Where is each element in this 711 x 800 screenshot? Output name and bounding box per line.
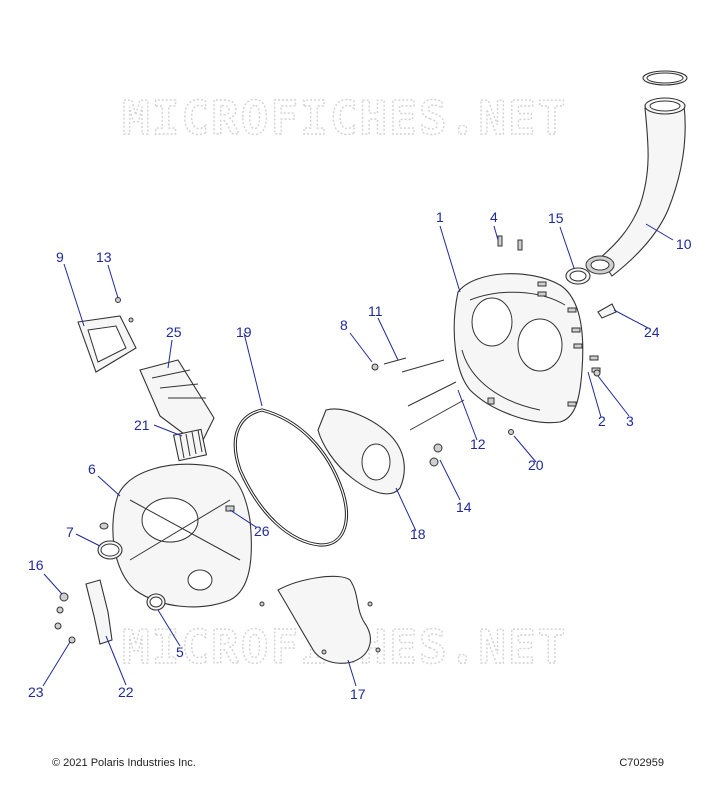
callout-4: 4 (490, 209, 498, 225)
callout-15: 15 (548, 210, 564, 226)
callout-12: 12 (470, 436, 486, 452)
small-tab (225, 505, 235, 512)
clamp-ring (565, 267, 591, 285)
callout-20: 20 (528, 457, 544, 473)
vent-frame (77, 297, 137, 373)
callout-2: 2 (598, 413, 606, 429)
clip (597, 303, 617, 319)
callout-18: 18 (410, 526, 426, 542)
drive-belt (233, 408, 348, 547)
callout-19: 19 (236, 324, 252, 340)
callout-5: 5 (176, 644, 184, 660)
callout-1: 1 (436, 209, 444, 225)
drawing-number: C702959 (619, 757, 664, 769)
screen (172, 428, 208, 462)
watermark-top: MICROFICHES.NET (122, 91, 567, 145)
inner-clutch-cover (99, 463, 252, 608)
callout-26: 26 (254, 523, 270, 539)
callout-labels: 1 2 3 4 5 6 7 8 9 10 11 12 13 14 15 16 1… (28, 209, 692, 702)
callout-13: 13 (96, 249, 112, 265)
callout-24: 24 (644, 324, 660, 340)
callout-17: 17 (350, 686, 366, 702)
callout-6: 6 (88, 461, 96, 477)
callout-9: 9 (56, 249, 64, 265)
leader-lines (42, 223, 674, 687)
intake-box (139, 359, 215, 447)
callout-8: 8 (340, 317, 348, 333)
callout-7: 7 (66, 524, 74, 540)
callout-21: 21 (134, 417, 150, 433)
outer-clutch-cover (453, 273, 584, 424)
shield-plate (317, 408, 405, 495)
callout-25: 25 (166, 324, 182, 340)
copyright-notice: © 2021 Polaris Industries Inc. (52, 757, 196, 769)
intake-duct (585, 70, 688, 277)
callout-3: 3 (626, 413, 634, 429)
callout-16: 16 (28, 557, 44, 573)
cover-bolts (487, 235, 601, 407)
callout-22: 22 (118, 684, 134, 700)
bracket (54, 579, 113, 645)
callout-10: 10 (676, 236, 692, 252)
long-bolts (371, 357, 514, 467)
callout-23: 23 (28, 684, 44, 700)
callout-14: 14 (456, 499, 472, 515)
callout-11: 11 (368, 303, 383, 319)
lower-guard (259, 575, 381, 664)
